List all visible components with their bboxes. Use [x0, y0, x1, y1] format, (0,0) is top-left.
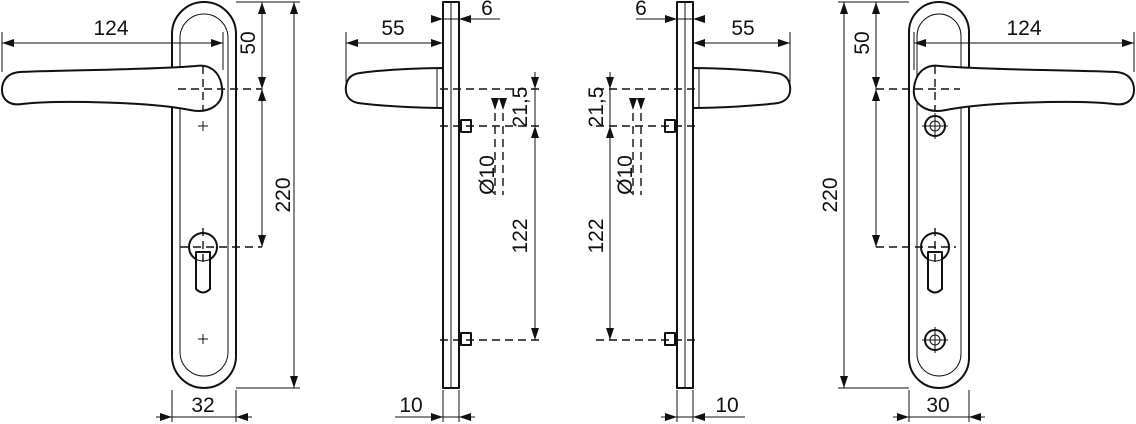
- arrow: [258, 77, 266, 89]
- dim-10-label: 10: [715, 394, 738, 417]
- cylinder-hole-slot: [927, 251, 943, 294]
- arrow: [778, 39, 790, 47]
- dim-21-5-label: 21,5: [509, 87, 532, 128]
- left-front-view: 124 50 220 32: [1, 1, 300, 422]
- dim-6-label: 6: [635, 0, 647, 20]
- arrow: [290, 376, 298, 388]
- lever-handle: [1, 64, 224, 112]
- arrow: [665, 15, 677, 23]
- arrow: [665, 413, 677, 421]
- arrow: [431, 15, 443, 23]
- backplate-outline: [171, 1, 237, 389]
- left-side-view: 55 6 21,5 Ø10 122 10: [344, 0, 540, 422]
- arrow: [637, 98, 645, 110]
- dim-32-label: 32: [191, 394, 214, 417]
- arrow: [499, 98, 507, 110]
- arrow: [211, 39, 223, 47]
- arrow: [346, 39, 358, 47]
- dim-21-5-label: 21,5: [585, 87, 608, 128]
- arrow: [693, 413, 705, 421]
- screw-cross-bottom: [922, 327, 948, 353]
- dim-dia10-label: Ø10: [476, 155, 499, 195]
- dim-220-label: 220: [819, 177, 842, 212]
- arrow: [693, 15, 705, 23]
- arrow: [872, 89, 880, 101]
- arrow: [431, 39, 443, 47]
- arrow: [1122, 39, 1134, 47]
- arrow: [897, 413, 909, 421]
- dim-30-label: 30: [926, 394, 949, 417]
- arrow: [872, 235, 880, 247]
- fixing-cross-bottom: [198, 334, 208, 344]
- arrow: [606, 77, 614, 89]
- backplate-inner-outline: [179, 13, 229, 377]
- arrow: [236, 413, 248, 421]
- fixing-cross-top: [198, 121, 208, 131]
- lever-handle: [912, 64, 1135, 112]
- arrow: [840, 376, 848, 388]
- dim-6-label: 6: [481, 0, 493, 20]
- right-front-view: 124 50 220 30: [819, 1, 1135, 422]
- dim-10-label: 10: [399, 394, 422, 417]
- fixing-post-bottom: [460, 332, 472, 346]
- side-lever: [692, 67, 792, 109]
- dim-124-label: 124: [93, 17, 128, 40]
- arrow: [258, 235, 266, 247]
- arrow: [531, 328, 539, 340]
- dim-50-label: 50: [851, 31, 874, 54]
- arrow: [459, 15, 471, 23]
- arrow: [606, 328, 614, 340]
- dim-122-label: 122: [585, 218, 608, 253]
- arrow: [531, 77, 539, 89]
- dim-50-label: 50: [237, 31, 260, 54]
- side-lever: [344, 67, 444, 109]
- arrow: [459, 413, 471, 421]
- arrow: [2, 39, 14, 47]
- arrow: [258, 2, 266, 14]
- dim-dia10-label: Ø10: [614, 155, 637, 195]
- dim-122-label: 122: [509, 218, 532, 253]
- dim-55-label: 55: [731, 17, 754, 40]
- arrow: [914, 39, 926, 47]
- arrow: [258, 89, 266, 101]
- backplate-outline: [908, 1, 970, 389]
- dim-220-label: 220: [272, 177, 295, 212]
- arrow: [629, 98, 637, 110]
- arrow: [160, 413, 172, 421]
- arrow: [491, 98, 499, 110]
- screw-cross-top: [922, 113, 948, 139]
- arrow: [872, 2, 880, 14]
- arrow: [290, 2, 298, 14]
- dim-55-label: 55: [381, 17, 404, 40]
- arrow: [969, 413, 981, 421]
- arrow: [872, 77, 880, 89]
- fixing-post-bottom: [664, 332, 676, 346]
- arrow: [693, 39, 705, 47]
- dim-124-label: 124: [1006, 17, 1041, 40]
- arrow: [431, 413, 443, 421]
- cylinder-hole-slot: [195, 251, 211, 294]
- right-side-view: 6 55 21,5 Ø10 122 10: [585, 0, 792, 422]
- arrow: [840, 2, 848, 14]
- backplate-inner-outline: [916, 13, 962, 377]
